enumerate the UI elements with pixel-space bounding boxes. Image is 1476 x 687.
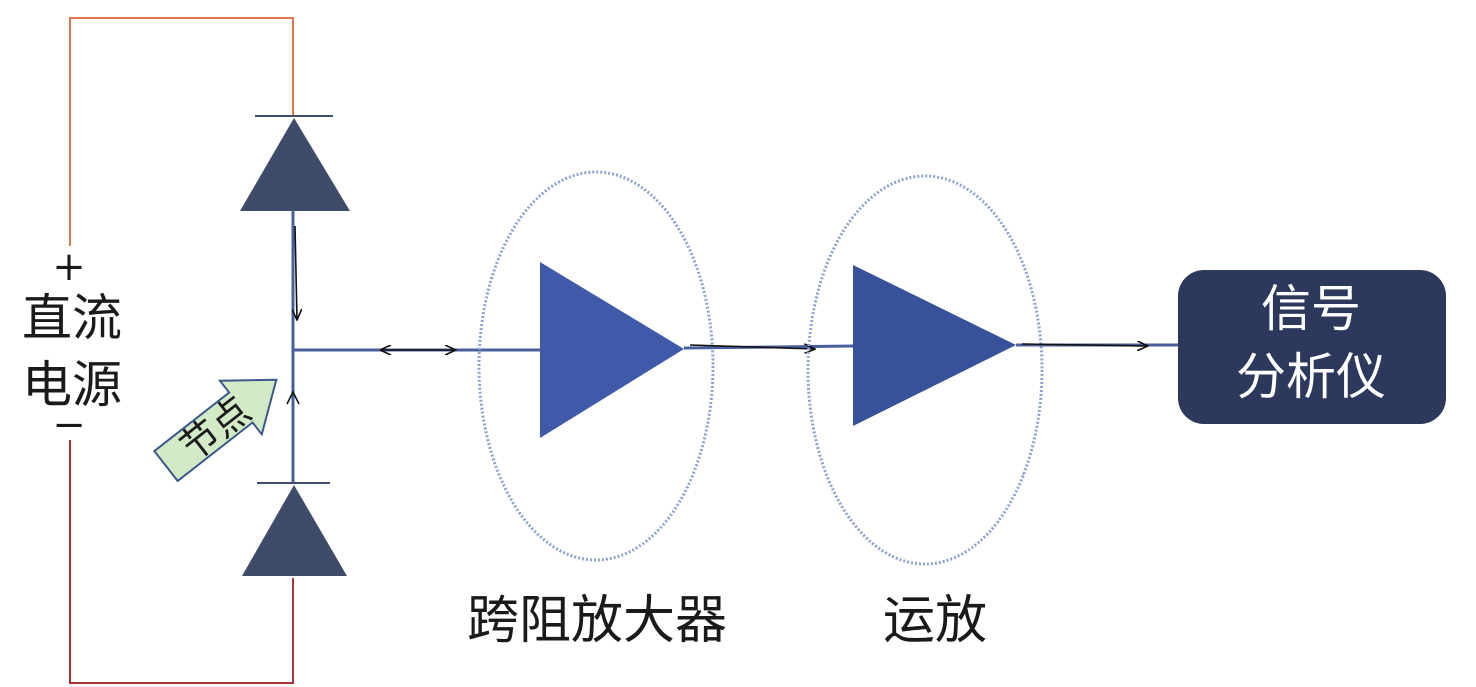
top-diode xyxy=(240,118,350,211)
signal-analyzer-label-line1: 信号 xyxy=(1261,280,1361,338)
node-arrow-shape xyxy=(152,378,278,483)
opamp-label: 运放 xyxy=(883,591,987,651)
power-source-label-line2: 电源 xyxy=(22,356,122,414)
arrow-to-analyzer xyxy=(1021,344,1148,346)
arrow-to-opamp xyxy=(689,345,815,349)
top-wire xyxy=(69,17,294,246)
power-source-label-line1: 直流 xyxy=(22,289,122,347)
signal-analyzer-box xyxy=(1178,270,1446,424)
bottom-wire xyxy=(69,440,294,684)
plus-sign: + xyxy=(52,244,86,290)
node-pointer-arrow: 节点 xyxy=(152,378,278,483)
opamp-ellipse xyxy=(806,174,1044,566)
bottom-diode xyxy=(242,485,347,576)
tia-label: 跨阻放大器 xyxy=(467,591,727,651)
current-arrow-down xyxy=(295,225,297,320)
opamp-amplifier xyxy=(853,265,1016,426)
current-arrow-up-head xyxy=(286,390,300,405)
signal-analyzer-label-line2: 分析仪 xyxy=(1236,348,1386,406)
tia-amplifier xyxy=(540,262,684,438)
minus-sign: − xyxy=(52,402,86,448)
tia-ellipse xyxy=(477,170,715,562)
